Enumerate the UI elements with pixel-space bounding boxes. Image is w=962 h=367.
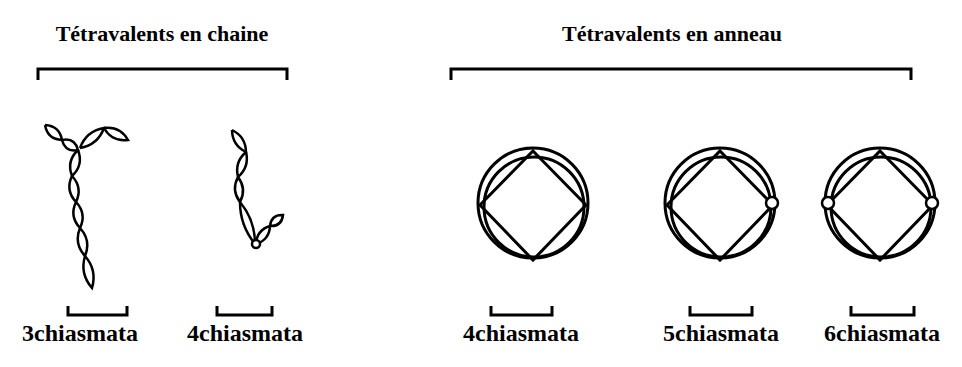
- chiasma-dot: [766, 197, 778, 209]
- label-bracket: [491, 306, 552, 315]
- ring: [665, 148, 778, 260]
- chromatid-segment: [78, 228, 88, 256]
- chain-tetravalents: [45, 125, 283, 288]
- ring-cross-strand: [667, 151, 773, 260]
- brackets: [38, 69, 914, 315]
- ring-strand: [831, 157, 931, 257]
- chromatid-segment: [80, 128, 104, 148]
- chromatid-segment: [73, 202, 82, 228]
- chromatid-segment: [83, 256, 93, 288]
- group-bracket: [451, 69, 911, 80]
- label-bracket: [851, 306, 914, 315]
- group-heading: Tétravalents en chaine: [56, 22, 269, 46]
- chromatid-segment: [235, 177, 243, 202]
- ring-strand: [665, 148, 775, 258]
- chromatid-segment: [45, 125, 62, 140]
- ring-cross-strand: [480, 151, 586, 260]
- ring-strand: [825, 148, 935, 258]
- chiasma-count: 4chiasmata: [463, 320, 579, 346]
- chromatid-segment: [237, 152, 247, 177]
- chromatid-segment: [270, 215, 283, 226]
- group-bracket: [38, 69, 287, 80]
- label-bracket: [690, 306, 752, 315]
- ring-strand: [484, 157, 584, 257]
- ring: [822, 148, 938, 260]
- ring-strand: [671, 157, 771, 257]
- chiasma-count: 3chiasmata: [22, 320, 138, 346]
- chiasma-count: 5chiasmata: [663, 320, 779, 346]
- group-heading: Tétravalents en anneau: [562, 22, 782, 46]
- ring-strand: [478, 148, 588, 258]
- label-bracket: [68, 306, 127, 315]
- chiasma-dot: [252, 240, 260, 248]
- chromatid-segment: [70, 150, 80, 176]
- chiasma-count: 4chiasmata: [187, 320, 303, 346]
- chiasma-dot: [822, 197, 834, 209]
- chromatid-segment: [104, 128, 128, 141]
- ring-cross-strand: [827, 151, 933, 260]
- chiasma-count: 6chiasmata: [824, 320, 940, 346]
- ring-tetravalents: [478, 148, 938, 260]
- chromatid-segment: [62, 140, 78, 151]
- chromatid-segment: [240, 202, 255, 244]
- label-bracket: [217, 306, 272, 315]
- ring: [478, 148, 588, 260]
- chromatid-segment: [69, 176, 78, 202]
- chromatid-segment: [232, 130, 246, 152]
- chiasma-dot: [926, 197, 938, 209]
